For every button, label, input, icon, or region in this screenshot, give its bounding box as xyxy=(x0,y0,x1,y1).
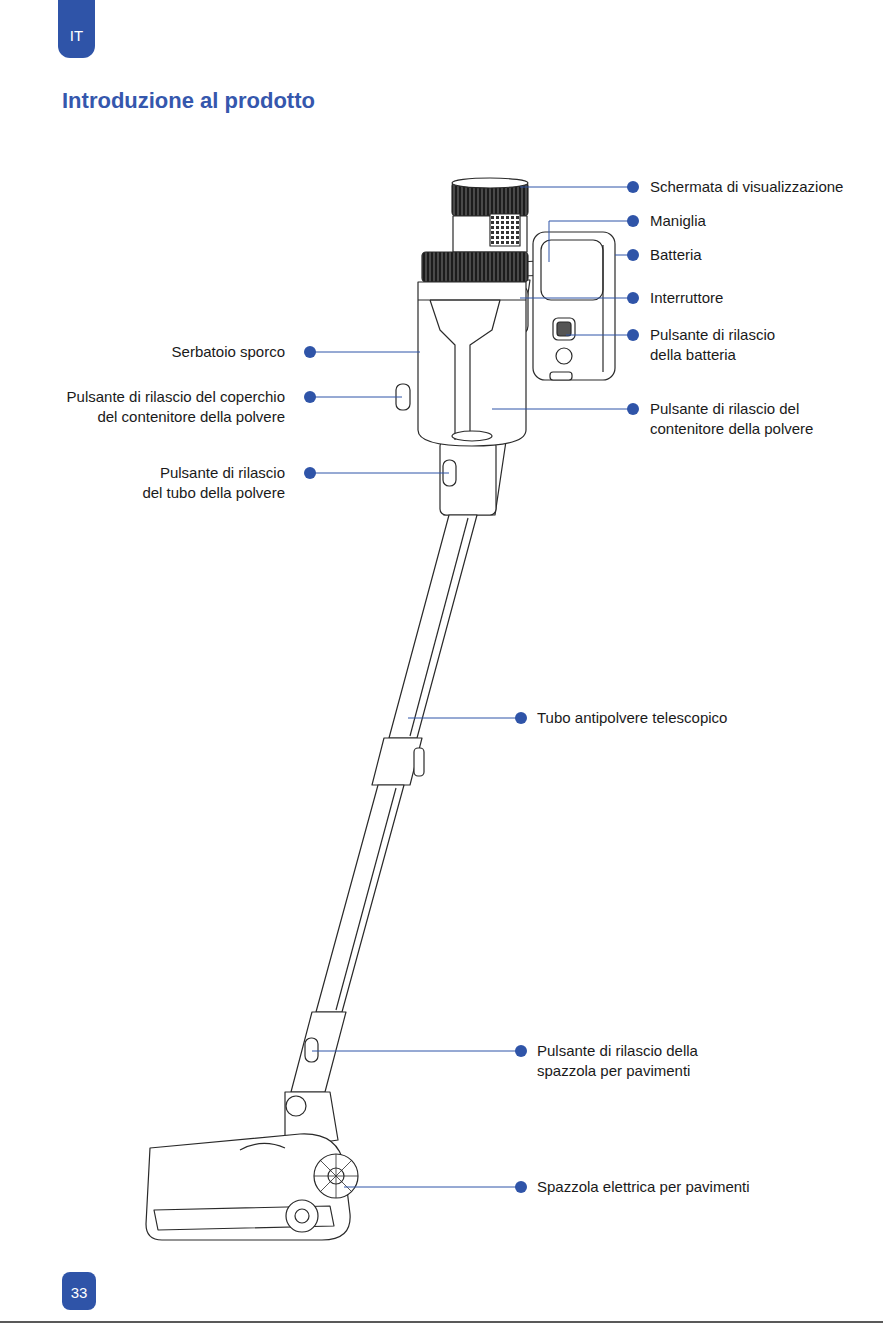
leader-line xyxy=(520,298,633,299)
brush-release-button xyxy=(305,1038,318,1062)
page-title: Introduzione al prodotto xyxy=(62,88,315,114)
brush-top-curve xyxy=(240,1143,285,1150)
leader-line xyxy=(492,409,633,410)
leader-dot xyxy=(515,1181,527,1193)
part-label: Interruttore xyxy=(650,288,870,308)
brush-wheel xyxy=(314,1154,358,1198)
bin-ring xyxy=(422,252,528,282)
roller-cap xyxy=(286,1200,318,1232)
tab-text: 33 xyxy=(71,1284,88,1301)
battery-edge xyxy=(602,245,603,372)
page-bottom-rule xyxy=(0,1321,883,1323)
leader-dot xyxy=(627,292,639,304)
part-label: Schermata di visualizzazione xyxy=(650,177,870,197)
part-label: Pulsante di rilascio del tubo della polv… xyxy=(139,463,285,503)
handle-loop xyxy=(541,240,603,300)
tab-text: IT xyxy=(70,27,83,44)
collar-knob xyxy=(414,748,424,776)
leader-line xyxy=(549,221,633,262)
leader-dot xyxy=(627,329,639,341)
dust-bin xyxy=(418,282,526,446)
leader-line xyxy=(310,397,402,398)
part-label: Maniglia xyxy=(650,211,870,231)
bin-rim xyxy=(418,299,526,300)
lower-tube xyxy=(316,785,404,1012)
leader-line xyxy=(310,352,420,353)
part-label: Serbatoio sporco xyxy=(55,342,285,362)
page-tab: 33 xyxy=(62,1272,96,1310)
battery-led xyxy=(556,348,572,364)
leader-line xyxy=(344,1187,521,1188)
tube-neck xyxy=(291,1012,346,1092)
leader-line xyxy=(310,473,449,474)
leader-dot xyxy=(627,249,639,261)
leader-line xyxy=(566,335,633,336)
part-label: Pulsante di rilascio della spazzola per … xyxy=(537,1041,712,1081)
leader-dot xyxy=(304,391,316,403)
leader-dot xyxy=(515,1045,527,1057)
leader-line xyxy=(312,1051,521,1052)
part-label: Spazzola elettrica per pavimenti xyxy=(537,1177,837,1197)
leader-dot xyxy=(304,467,316,479)
part-label: Pulsante di rilascio del coperchio del c… xyxy=(55,387,285,427)
lower-tube-line xyxy=(336,788,396,1010)
battery-body xyxy=(533,232,615,380)
body-lower xyxy=(440,440,496,515)
leader-dot xyxy=(627,215,639,227)
wheel-spokes xyxy=(314,1154,358,1198)
page-tab: IT xyxy=(58,0,95,58)
leader-line xyxy=(520,187,633,188)
bin-inner-cone xyxy=(430,300,500,440)
leader-dot xyxy=(304,346,316,358)
part-label: Pulsante di rilascio della batteria xyxy=(650,325,790,365)
battery-release-icon xyxy=(557,322,571,336)
leader-dot xyxy=(627,181,639,193)
battery-release-button xyxy=(553,318,575,340)
display-screen xyxy=(452,178,528,188)
roller-hub xyxy=(295,1209,309,1223)
part-label: Tubo antipolvere telescopico xyxy=(537,708,817,728)
bin-bottom xyxy=(452,431,492,441)
upper-tube-line xyxy=(410,518,468,736)
leader-line xyxy=(408,718,521,719)
swivel-knob xyxy=(286,1096,306,1116)
part-label: Pulsante di rilascio del contenitore del… xyxy=(650,399,830,439)
leader-dot xyxy=(627,403,639,415)
motor-grille xyxy=(490,214,520,246)
battery-foot xyxy=(550,372,572,380)
leader-dot xyxy=(515,712,527,724)
upper-tube xyxy=(389,515,477,738)
part-label: Batteria xyxy=(650,245,870,265)
